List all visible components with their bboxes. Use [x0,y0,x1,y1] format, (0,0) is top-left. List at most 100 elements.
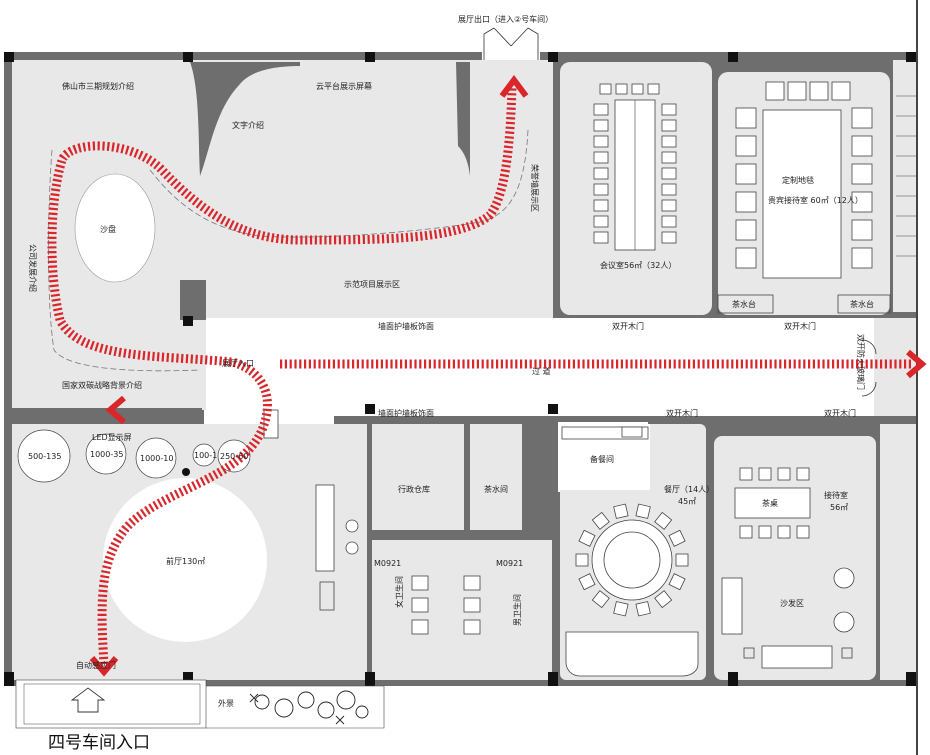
label-wall-panel-top: 墙面护墙板饰面 [378,321,434,331]
label-led-screen: LED显示屏 [92,433,132,442]
armchair [851,247,873,269]
meeting-chair [661,183,677,196]
meeting-chair [661,135,677,148]
label-double-door-2: 双开木门 [784,321,816,331]
lobby [12,409,367,680]
label-dining: 餐厅（14人） [664,485,714,494]
label-tea-room: 茶水间 [484,484,508,494]
dining-chair [613,601,629,617]
toilet [411,619,429,635]
sand-table-shape [74,173,156,283]
label-corridor: 过 道 [532,366,551,376]
label-admin-storage: 行政仓库 [398,484,430,494]
label-sofa-area: 沙发区 [780,598,804,608]
label-door-code-2: M0921 [496,559,523,568]
reception-room [714,436,876,680]
lobby-round-floor [103,478,267,642]
toilet [463,575,481,591]
meeting-chair [593,167,609,180]
dining-chair [635,601,651,617]
dining-chair [675,553,689,567]
landscape-shrubs-icon [249,690,369,725]
armchair [851,191,873,213]
armchair [851,163,873,185]
corridor [204,318,916,424]
meeting-chair [661,231,677,244]
label-reception-area: 56㎡ [830,503,848,512]
reception-chair [758,525,772,539]
dining-chair [654,511,673,530]
label-lobby: 前厅130㎡ [166,556,205,566]
armchair [787,81,807,101]
toilet [463,597,481,613]
label-exhibition-exit: 展厅出口（进入②号车间） [458,14,553,24]
dining-chair [591,590,610,609]
meeting-chair [593,231,609,244]
meeting-chair [599,83,612,95]
dining-chair [578,573,596,591]
label-honor-wall: 荣誉墙展示区 [530,164,540,212]
label-workshop-entrance: 四号车间入口 [48,733,150,753]
label-door-code-1: M0921 [374,559,401,568]
meeting-chair [647,83,660,95]
label-light-5: 250-60 [220,452,248,461]
meeting-chair [661,215,677,228]
label-tea-station-1: 茶水台 [732,299,756,309]
meeting-chair [593,119,609,132]
label-prep-room: 备餐间 [590,454,614,464]
reception-chair [796,525,810,539]
exit-doors [482,27,540,60]
meeting-chair [661,119,677,132]
armchair [735,191,757,213]
right-strips [880,60,916,680]
label-double-door-4: 双开木门 [824,408,856,418]
label-vip-reception: 贵宾接待室 60㎡（12人） [768,195,863,205]
meeting-room [560,62,712,315]
label-hall-entrance: 展厅入口 [222,359,254,368]
reception-chair [777,525,791,539]
entrance-area [15,679,385,729]
dining-chair [591,511,610,530]
label-meeting-room: 会议室56㎡（32人） [600,260,676,270]
label-female-wc: 女卫生间 [394,576,404,608]
armchair [809,81,829,101]
entrance-arrow-icon [70,687,106,713]
dining-chair [575,553,589,567]
meeting-chair [593,199,609,212]
label-double-door-5: 双开防火玻璃门 [856,334,866,390]
label-light-2: 1000-35 [90,450,123,459]
label-light-3: 1000-10 [140,454,173,463]
label-auto-door: 自动感应门 [76,660,116,670]
armchair [765,81,785,101]
dining-chair [668,529,686,547]
reception-chair [796,467,810,481]
route-arrow-left-icon [105,395,126,425]
dining-chair [635,503,651,519]
label-carbon-strategy: 国家双碳战略背景介绍 [62,380,142,390]
label-landscape: 外景 [218,698,234,708]
route-arrow-right-icon [906,349,927,379]
toilet [411,575,429,591]
route-arrow-down-icon [89,656,119,677]
dining-chair [654,590,673,609]
label-light-4: 100-1 [194,451,217,460]
armchair [735,135,757,157]
label-wall-panel-bottom: 墙面护墙板饰面 [378,408,434,418]
reception-chair [777,467,791,481]
meeting-chair [593,103,609,116]
meeting-chair [661,151,677,164]
label-cloud-screen: 云平台展示屏幕 [316,81,372,91]
label-demo-projects: 示范项目展示区 [344,279,400,289]
armchair [735,247,757,269]
label-sand-table: 沙盘 [100,224,116,234]
pillars [4,52,916,686]
label-light-1: 500-135 [28,452,61,461]
meeting-chair [661,167,677,180]
label-tea-table: 茶桌 [762,498,778,508]
meeting-chair [593,151,609,164]
label-dining-area: 45㎡ [678,497,696,506]
meeting-chair [631,83,644,95]
armchair [851,219,873,241]
toilet [411,597,429,613]
